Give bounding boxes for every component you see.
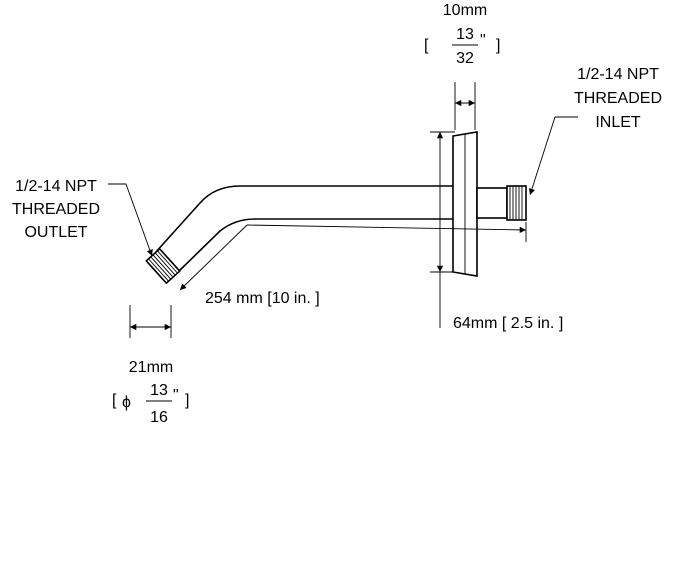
outlet-callout: 1/2-14 NPT THREADED OUTLET bbox=[12, 178, 153, 257]
flange-thickness-denominator: 32 bbox=[456, 50, 474, 67]
inlet-label-line-2: THREADED bbox=[574, 90, 662, 107]
arm-length-label: 254 mm [10 in. ] bbox=[205, 290, 320, 307]
flange-thickness-open-bracket: [ bbox=[424, 37, 429, 54]
flange-thickness-metric: 10mm bbox=[443, 2, 487, 19]
outlet-diameter-numerator: 13 bbox=[150, 382, 168, 399]
outlet-diameter-metric: 21mm bbox=[129, 359, 173, 376]
flange-thickness-numerator: 13 bbox=[456, 26, 474, 43]
outlet-diameter-close-bracket: ] bbox=[185, 392, 189, 409]
threaded-inlet bbox=[476, 185, 527, 221]
flange bbox=[452, 131, 478, 277]
outlet-diameter-open-bracket: [ bbox=[112, 392, 117, 409]
outlet-label-line-1: 1/2-14 NPT bbox=[15, 178, 97, 195]
arm-length-dimension: 254 mm [10 in. ] bbox=[179, 222, 527, 307]
shower-arm bbox=[154, 185, 455, 274]
flange-thickness-unit: " bbox=[480, 32, 486, 49]
flange-diameter-dimension: 64mm [ 2.5 in. ] bbox=[430, 131, 563, 332]
threaded-outlet bbox=[145, 247, 181, 285]
outlet-diameter-denominator: 16 bbox=[150, 409, 168, 426]
outlet-diameter-phi: ϕ bbox=[122, 394, 131, 411]
flange-diameter-label: 64mm [ 2.5 in. ] bbox=[453, 315, 563, 332]
outlet-diameter-dimension: 21mm [ ϕ 13 16 " ] bbox=[112, 305, 189, 426]
inlet-callout: 1/2-14 NPT THREADED INLET bbox=[530, 66, 662, 195]
inlet-label-line-1: 1/2-14 NPT bbox=[577, 66, 659, 83]
outlet-diameter-unit: " bbox=[173, 387, 179, 404]
flange-thickness-dimension: 10mm [ 13 32 " ] bbox=[424, 2, 500, 130]
inlet-label-line-3: INLET bbox=[595, 114, 641, 131]
flange-thickness-close-bracket: ] bbox=[496, 37, 500, 54]
outlet-label-line-3: OUTLET bbox=[24, 224, 87, 241]
outlet-label-line-2: THREADED bbox=[12, 201, 100, 218]
